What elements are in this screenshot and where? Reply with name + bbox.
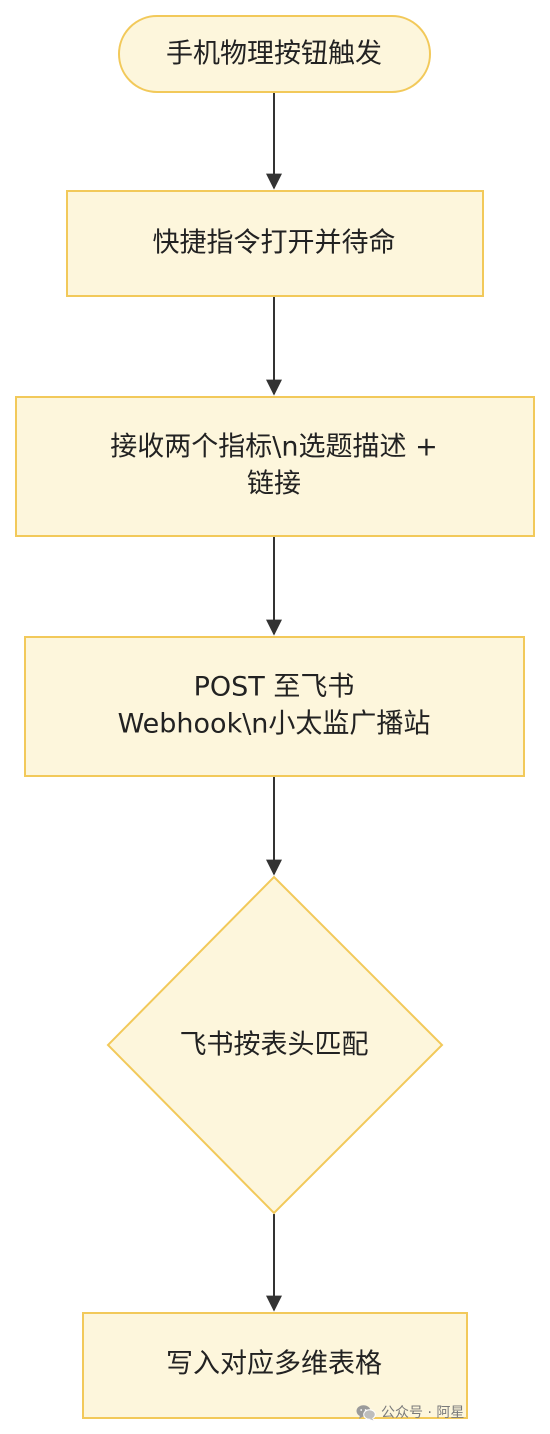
node-shortcut-shape <box>66 190 484 297</box>
node-start-label: 手机物理按钮触发 <box>166 39 382 70</box>
node-post-label-line-1: POST 至飞书 <box>194 672 355 703</box>
watermark-text: 公众号 · 阿星 <box>381 1405 465 1421</box>
node-receive-label-line-2: 链接 <box>247 469 301 500</box>
node-receive-label-line-1: 接收两个指标\n选题描述 + <box>110 432 437 463</box>
node-decision-shape <box>106 875 444 1215</box>
node-write: 写入对应多维表格 <box>82 1312 468 1419</box>
node-receive-shape <box>15 396 535 537</box>
node-start: 手机物理按钮触发 <box>118 15 431 93</box>
node-write-label: 写入对应多维表格 <box>166 1349 382 1380</box>
node-shortcut-label: 快捷指令打开并待命 <box>153 228 396 259</box>
node-decision-label: 飞书按表头匹配 <box>180 1030 369 1061</box>
node-write-shape <box>82 1312 468 1419</box>
node-post-shape <box>24 636 525 777</box>
node-receive: 接收两个指标\n选题描述 + 链接 <box>15 396 535 537</box>
node-shortcut: 快捷指令打开并待命 <box>66 190 484 297</box>
node-decision: 飞书按表头匹配 <box>106 875 444 1215</box>
node-post: POST 至飞书 Webhook\n小太监广播站 <box>24 636 525 777</box>
watermark: 公众号 · 阿星 <box>356 1400 464 1424</box>
node-post-label-line-2: Webhook\n小太监广播站 <box>118 709 431 740</box>
node-start-shape <box>118 15 431 93</box>
wechat-icon <box>356 1404 376 1420</box>
